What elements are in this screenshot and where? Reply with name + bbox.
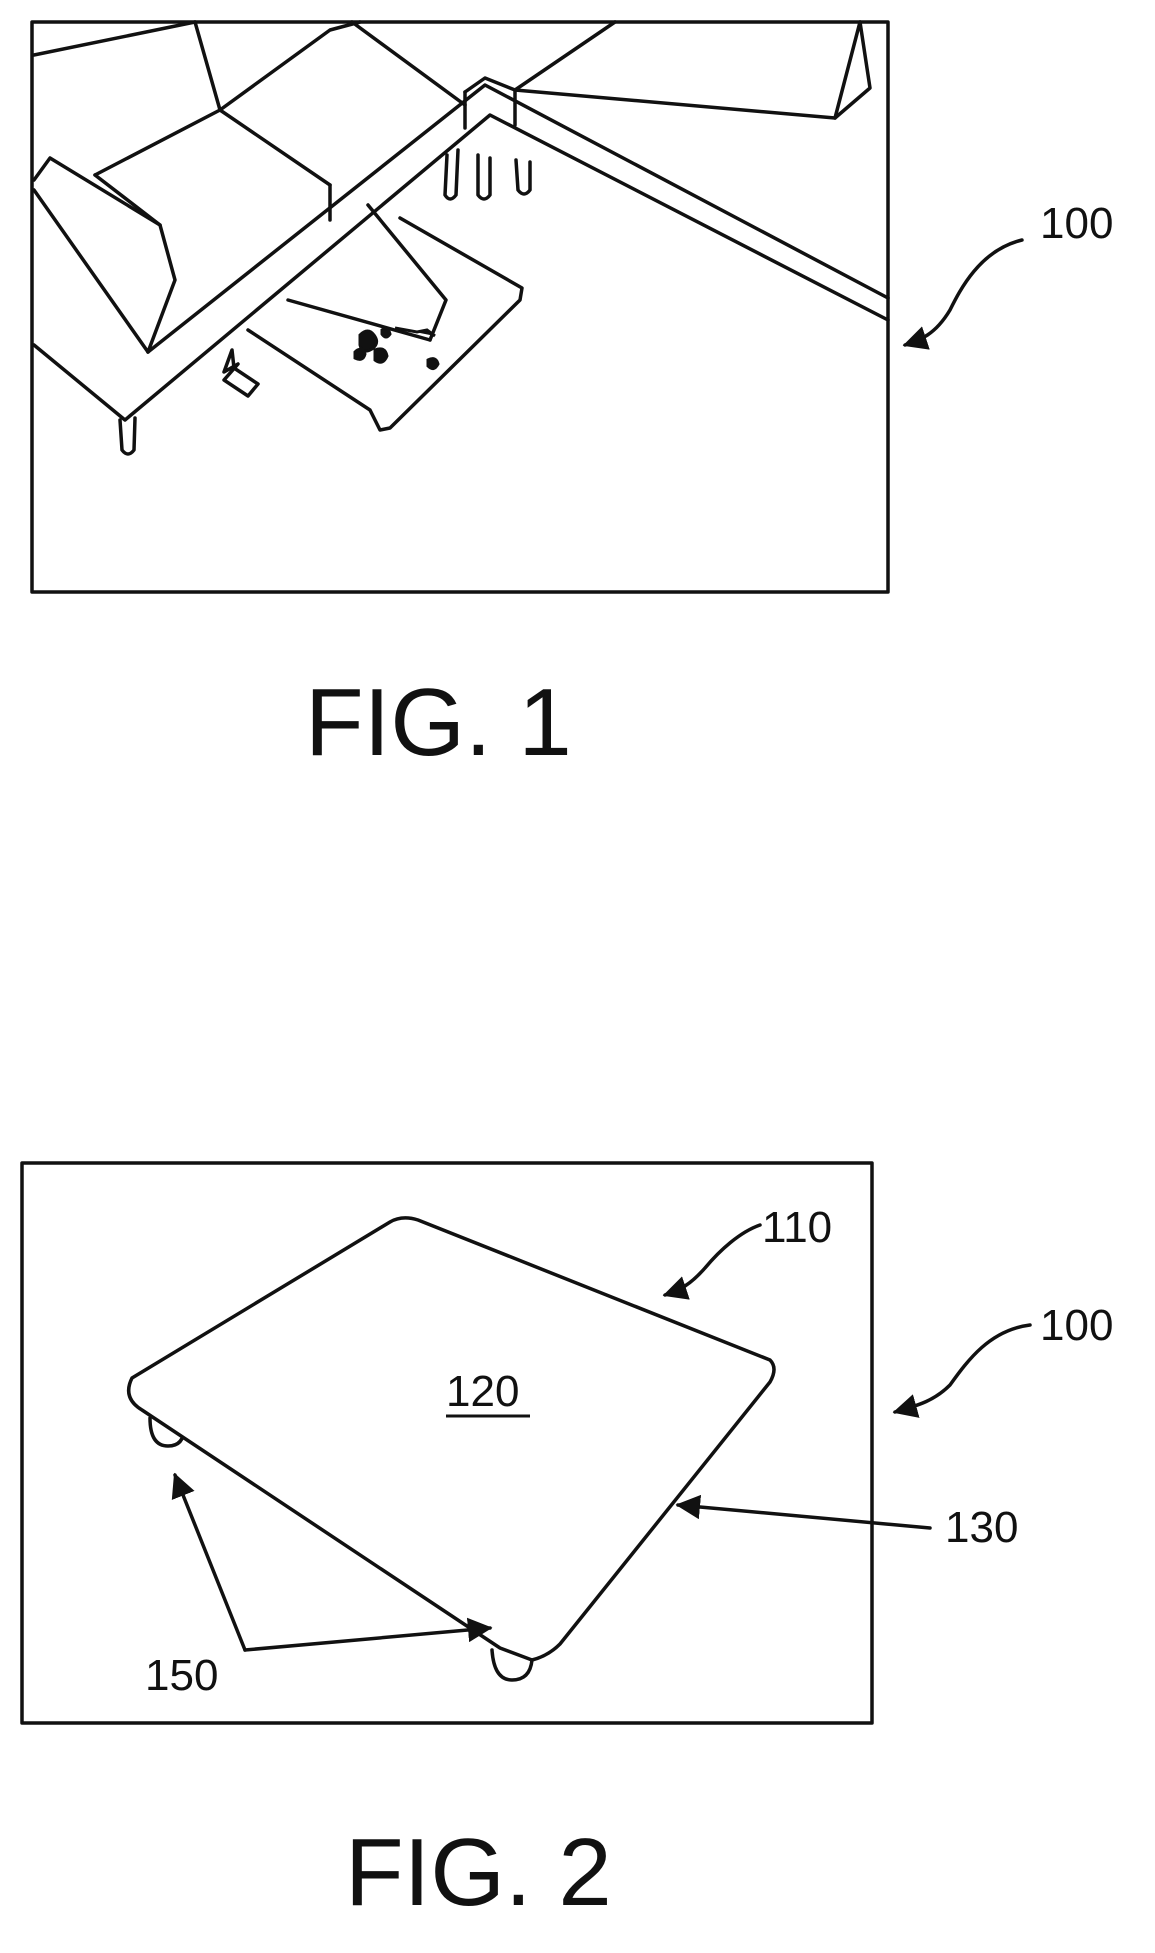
fig2-ref-110: 110 [762, 1203, 832, 1252]
outline-arrow-icon [224, 350, 258, 396]
fig2-arrow-130 [678, 1505, 930, 1528]
fig1-caption: FIG. 1 [305, 669, 572, 776]
fig1: 100 FIG. 1 [32, 22, 1113, 776]
fig2-mat-body [129, 1218, 774, 1680]
fig2-arrow-150-right [245, 1628, 490, 1650]
fig2-leader-110 [665, 1225, 760, 1295]
fig1-sofa-scene [34, 22, 888, 454]
fig1-leader-100 [905, 240, 1022, 345]
fig1-frame [32, 22, 888, 592]
fig2-ref-150: 150 [145, 1651, 218, 1700]
fig2-leader-100 [895, 1325, 1030, 1412]
fig2-ref-100: 100 [1040, 1301, 1113, 1350]
fig2-arrow-150-left [175, 1475, 245, 1650]
fig2-ref-130: 130 [945, 1503, 1018, 1552]
fig2: 120 110 100 130 150 FIG. 2 [22, 1163, 1113, 1926]
debris-icon [355, 328, 438, 369]
fig1-ref-100: 100 [1040, 199, 1113, 248]
fig2-ref-120: 120 [446, 1367, 519, 1416]
fig2-caption: FIG. 2 [345, 1819, 612, 1926]
